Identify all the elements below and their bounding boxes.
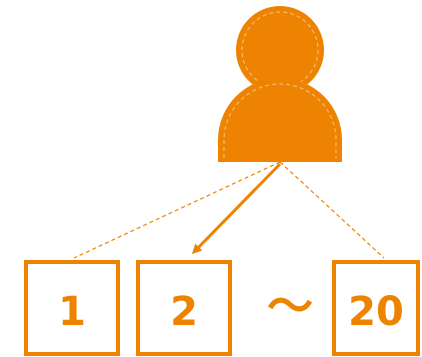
person-head	[236, 6, 324, 94]
person-body-inner-ring	[223, 83, 337, 158]
item-box-2-frame	[136, 260, 232, 356]
item-box-1: 1	[24, 260, 120, 356]
dashed-connector-to-box-20	[279, 161, 385, 259]
item-box-20: 20	[332, 260, 420, 356]
item-box-20-frame	[332, 260, 420, 356]
item-box-1-frame	[24, 260, 120, 356]
person-body	[218, 78, 342, 162]
item-box-2-label: 2	[170, 289, 198, 335]
item-box-20-label: 20	[348, 289, 404, 335]
item-box-1-label: 1	[58, 289, 86, 335]
dashed-connector-to-box-1	[73, 161, 281, 259]
range-separator: 〜	[267, 279, 313, 333]
item-box-2: 2	[136, 260, 232, 356]
person-icon	[218, 6, 342, 162]
arrow-to-box-2	[191, 162, 282, 255]
